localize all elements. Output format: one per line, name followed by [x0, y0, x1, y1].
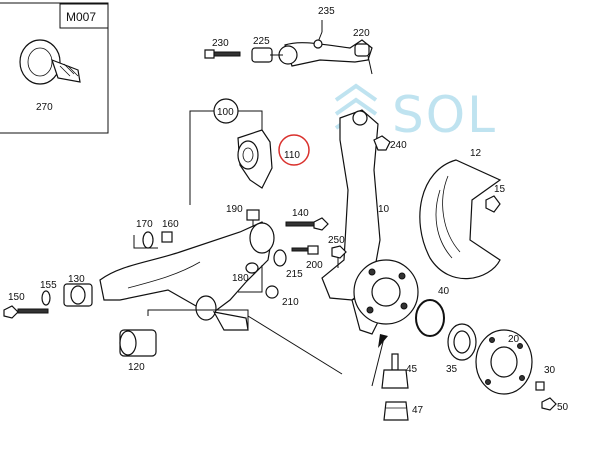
label-170: 170 [136, 219, 153, 230]
washer-170-part [133, 231, 158, 249]
label-240: 240 [390, 140, 407, 151]
label-12: 12 [470, 148, 482, 159]
brake-shield-part [419, 159, 502, 280]
label-160: 160 [162, 219, 179, 230]
bushing-215-part [273, 249, 287, 267]
label-20: 20 [508, 334, 520, 345]
label-45: 45 [406, 364, 418, 375]
bushing-130-part [63, 283, 93, 307]
nut-160-part [161, 231, 173, 243]
hub-20-part [475, 329, 533, 395]
highlight-circle-110 [278, 134, 310, 166]
label-10: 10 [378, 204, 390, 215]
stud-30-part [535, 381, 545, 391]
washer-155-part [41, 290, 51, 306]
ball-joint-45-part [381, 353, 409, 389]
label-230: 230 [212, 38, 229, 49]
bolt-150-part [3, 305, 49, 319]
leader-line [247, 315, 343, 375]
label-220: 220 [353, 28, 370, 39]
label-47: 47 [412, 405, 424, 416]
arrow-head-icon [378, 334, 388, 348]
label-40: 40 [438, 286, 450, 297]
label-30: 30 [544, 365, 556, 376]
label-270: 270 [36, 102, 53, 113]
nut-50-part [541, 397, 557, 411]
nut-210-part [265, 285, 279, 299]
bearing-35-part [447, 323, 477, 361]
label-130: 130 [68, 274, 85, 285]
watermark-text: SOL [392, 86, 497, 144]
label-215: 215 [286, 269, 303, 280]
label-225: 225 [253, 36, 270, 47]
label-120: 120 [128, 362, 145, 373]
label-210: 210 [282, 297, 299, 308]
label-155: 155 [40, 280, 57, 291]
bolt-15-part [485, 195, 501, 213]
label-150: 150 [8, 292, 25, 303]
upper-arm-group [204, 20, 373, 75]
snap-ring-40-part [415, 299, 445, 337]
bolt-140-part [285, 217, 329, 231]
label-190: 190 [226, 204, 243, 215]
label-110: 110 [284, 150, 300, 161]
bolt-250-part [331, 245, 347, 268]
label-35: 35 [446, 364, 458, 375]
label-15: 15 [494, 184, 506, 195]
label-140: 140 [292, 208, 309, 219]
inset-box-m007: M007 270 [0, 2, 109, 134]
inset-code-label: M007 [66, 10, 96, 24]
nut-200-part [291, 245, 319, 255]
boot-47-part [383, 401, 409, 421]
washer-180-part [238, 262, 263, 293]
label-50: 50 [557, 402, 569, 413]
label-180: 180 [232, 273, 249, 284]
label-200: 200 [306, 260, 323, 271]
lower-control-arm-part [99, 221, 275, 331]
cv-joint-part [19, 39, 81, 85]
label-100: 100 [217, 107, 234, 118]
nut-240-part [373, 135, 391, 151]
arrow-shaft [371, 337, 385, 387]
knuckle-flange-part [353, 259, 419, 325]
bushing-120-part [119, 309, 249, 357]
bushing-100-group [189, 98, 273, 205]
label-235: 235 [318, 6, 335, 17]
label-250: 250 [328, 235, 345, 246]
